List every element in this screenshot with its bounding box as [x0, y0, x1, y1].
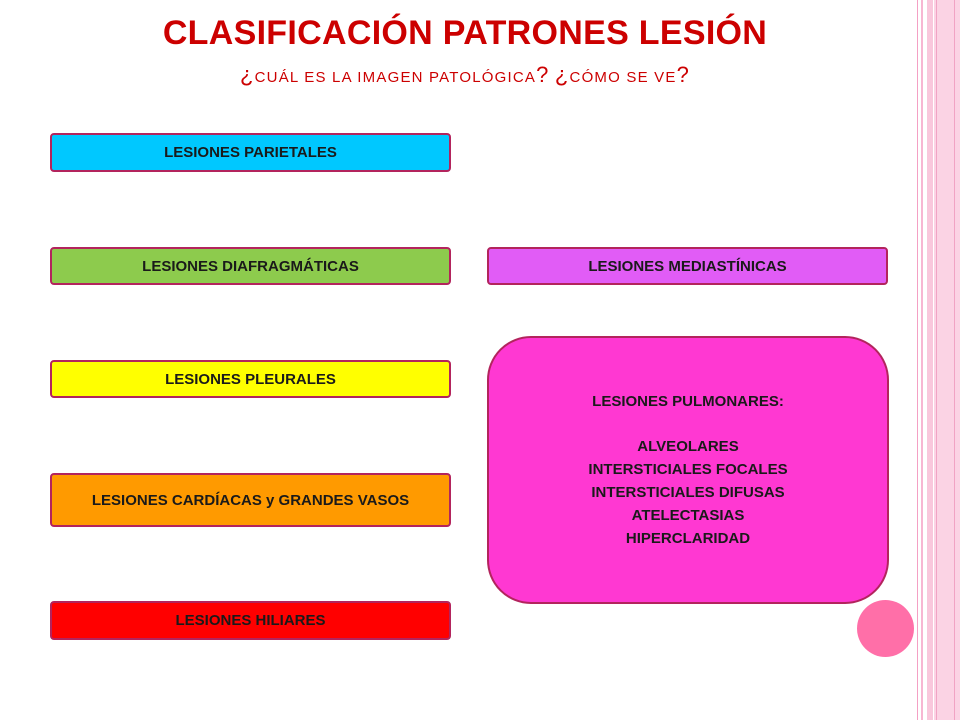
decor-stripe	[921, 0, 923, 720]
box-lesiones-mediastinicas[interactable]: LESIONES MEDIASTÍNICAS	[487, 247, 888, 285]
question-mark-open: ¿	[554, 62, 570, 87]
box-lesiones-pleurales[interactable]: LESIONES PLEURALES	[50, 360, 451, 398]
pulmonares-heading: LESIONES PULMONARES:	[592, 392, 784, 410]
subtitle-question-1: CUÁL ES LA IMAGEN PATOLÓGICA	[254, 69, 537, 86]
decor-stripe	[936, 0, 937, 720]
question-mark-close: ?	[676, 62, 690, 87]
box-lesiones-cardiacas[interactable]: LESIONES CARDÍACAS y GRANDES VASOS	[50, 473, 451, 527]
slide-title: CLASIFICACIÓN PATRONES LESIÓN	[162, 14, 768, 52]
pulmonares-item: INTERSTICIALES DIFUSAS	[591, 483, 785, 501]
decor-stripe	[934, 0, 960, 720]
pulmonares-item: INTERSTICIALES FOCALES	[588, 460, 788, 478]
pulmonares-item: ALVEOLARES	[637, 437, 739, 455]
slide-subtitle: ¿CUÁL ES LA IMAGEN PATOLÓGICA? ¿CÓMO SE …	[0, 62, 930, 88]
box-lesiones-diafragmaticas[interactable]: LESIONES DIAFRAGMÁTICAS	[50, 247, 451, 285]
box-lesiones-parietales[interactable]: LESIONES PARIETALES	[50, 133, 451, 172]
decor-stripe	[954, 0, 955, 720]
subtitle-question-2: CÓMO SE VE	[569, 69, 677, 86]
pulmonares-item: HIPERCLARIDAD	[625, 529, 751, 547]
pulmonares-item: ATELECTASIAS	[631, 506, 745, 524]
decor-stripe	[927, 0, 933, 720]
decor-stripe	[917, 0, 918, 720]
question-mark-close: ?	[536, 62, 550, 87]
question-mark-open: ¿	[239, 62, 255, 87]
box-lesiones-pulmonares[interactable]: LESIONES PULMONARES: ALVEOLARES INTERSTI…	[487, 336, 889, 604]
box-lesiones-hiliares[interactable]: LESIONES HILIARES	[50, 601, 451, 640]
decor-circle	[857, 600, 914, 657]
